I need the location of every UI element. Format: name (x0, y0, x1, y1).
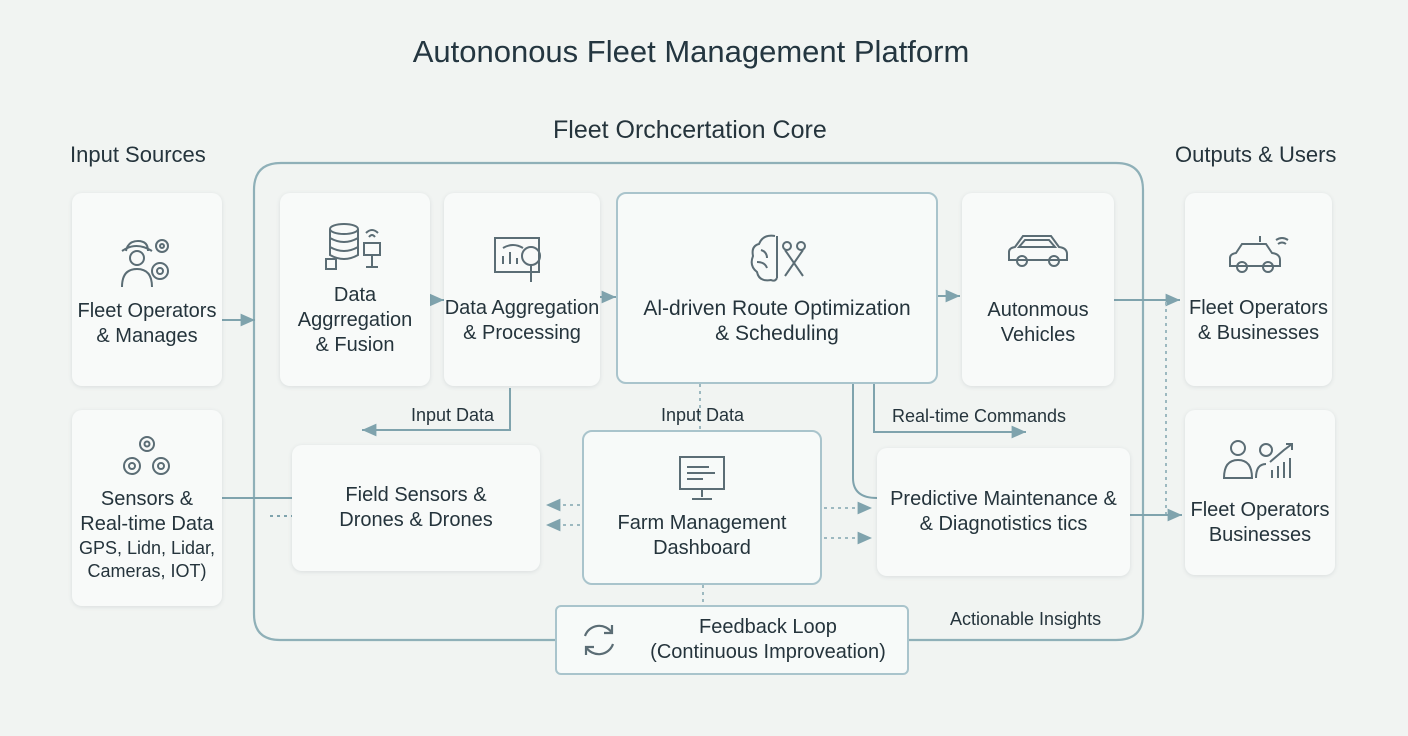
core-dashboard-label: Farm Management Dashboard (617, 511, 787, 559)
output-businesses2-label: Fleet Operators Businesses (1190, 498, 1330, 546)
input-sensors-sublabel: GPS, Lidn, Lidar, Cameras, IOT) (78, 538, 216, 581)
annotation-input-data-center: Input Data (661, 405, 745, 425)
section-input-sources: Input Sources (70, 142, 206, 167)
core-data-aggregation-label: Data Aggregation & Processing (444, 296, 600, 344)
annotation-input-data-left: Input Data (411, 405, 495, 425)
core-field-sensors-card[interactable]: Field Sensors & Drones & Drones (292, 445, 540, 571)
refresh-icon (578, 619, 620, 661)
core-route-optimization-card[interactable]: Al-driven Route Optimization & Schedulin… (616, 192, 938, 384)
core-field-sensors-label: Field Sensors & Drones & Drones (339, 484, 493, 531)
annotation-actionable-insights: Actionable Insights (950, 609, 1102, 629)
section-core: Fleet Orchcertation Core (553, 116, 827, 144)
section-outputs: Outputs & Users (1175, 142, 1337, 167)
output-businesses2-card[interactable]: Fleet Operators Businesses (1185, 410, 1335, 575)
core-autonomous-vehicles-card[interactable]: Autonmous Vehicles (962, 193, 1114, 386)
core-data-fusion-label: Data Aggrregation & Fusion (297, 284, 413, 356)
operator-gears-icon (114, 231, 180, 289)
feedback-loop-label: Feedback Loop (Continuous Improveation) (650, 616, 886, 663)
core-autonomous-vehicles-label: Autonmous Vehicles (987, 298, 1089, 346)
core-boundary (252, 161, 1145, 642)
input-fleet-operators-card[interactable]: Fleet Operators & Manages (72, 193, 222, 386)
car-icon (1005, 232, 1071, 272)
core-route-optimization-label: Al-driven Route Optimization & Schedulin… (643, 297, 911, 345)
input-sensors-label: Sensors & Real-time Data (80, 488, 214, 535)
analytics-icon (493, 234, 551, 286)
output-businesses-label: Fleet Operators & Businesses (1189, 296, 1328, 344)
output-businesses-card[interactable]: Fleet Operators & Businesses (1185, 193, 1332, 386)
core-dashboard-card[interactable]: Farm Management Dashboard (582, 430, 822, 585)
input-fleet-operators-label: Fleet Operators & Manages (77, 299, 217, 347)
core-data-fusion-card[interactable]: Data Aggrregation & Fusion (280, 193, 430, 386)
database-icon (324, 221, 386, 273)
core-maintenance-card[interactable]: Predictive Maintenance & & Diagnotistics… (877, 448, 1130, 576)
gears-icon (119, 433, 175, 479)
annotation-realtime-commands: Real-time Commands (892, 406, 1067, 426)
monitor-icon (677, 455, 727, 501)
feedback-loop-card[interactable]: Feedback Loop (Continuous Improveation) (555, 605, 909, 675)
users-chart-icon (1222, 438, 1298, 480)
connected-car-icon (1226, 234, 1292, 276)
core-data-aggregation-card[interactable]: Data Aggregation & Processing (444, 193, 600, 386)
input-sensors-card[interactable]: Sensors & Real-time Data GPS, Lidn, Lida… (72, 410, 222, 606)
core-maintenance-label: Predictive Maintenance & & Diagnotistics… (890, 488, 1117, 535)
page-title: Autononous Fleet Management Platform (412, 34, 970, 69)
ai-brain-icon (745, 230, 809, 286)
